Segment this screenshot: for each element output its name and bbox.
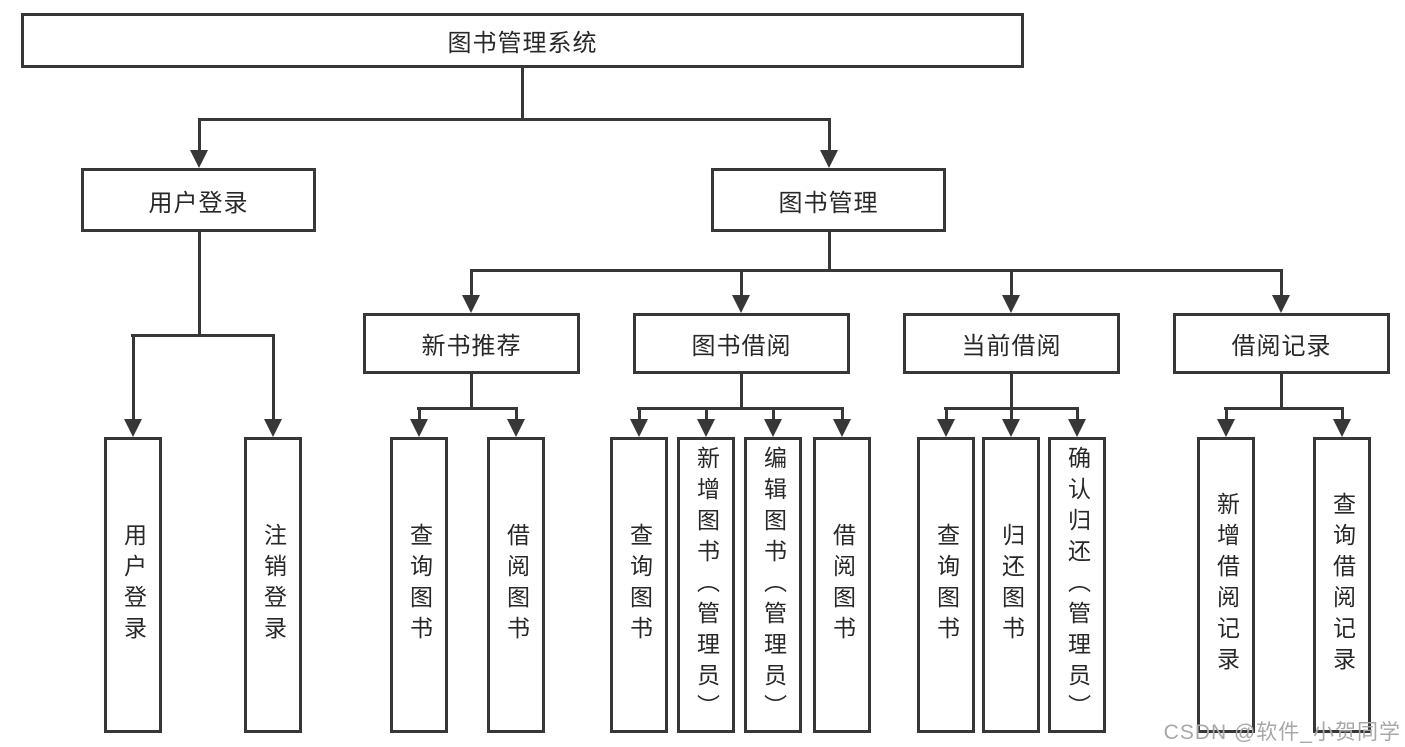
connector-root-stem [521,68,524,120]
leaf-recommend-query-books-label: 查询图书 [406,523,433,647]
connector-new-book-crossbar [417,407,518,410]
arrowhead-down-icon [732,295,750,313]
leaf-current-query-books: 查询图书 [917,437,975,733]
leaf-logout: 注销登录 [244,437,302,733]
connector-borrowing-records-stem [1280,374,1283,409]
connector-book-borrowing-stem [740,374,743,409]
leaf-borrowing-edit-books-admin-label: 编辑图书（管理员） [760,445,787,725]
arrowhead-down-icon [462,295,480,313]
node-borrowing-records: 借阅记录 [1173,313,1390,374]
leaf-borrowing-add-books-admin: 新增图书（管理员） [677,437,735,733]
connector-drop [841,407,844,423]
arrowhead-down-icon [764,419,782,437]
connector-book-management-stem [828,232,831,271]
leaf-recommend-borrow-books-label: 借阅图书 [503,523,530,647]
leaf-records-add-record: 新增借阅记录 [1197,437,1255,733]
node-book-management: 图书管理 [711,168,946,232]
connector-drop [1341,407,1344,423]
node-current-borrowing: 当前借阅 [903,313,1120,374]
connector-drop-book-management [828,118,831,154]
connector-drop-book-borrowing [740,269,743,299]
connector-borrowing-records-crossbar [1224,407,1343,410]
connector-book-management-crossbar [470,269,1282,272]
leaf-borrowing-add-books-admin-label: 新增图书（管理员） [693,445,720,725]
connector-drop-leaf-user-login [132,334,135,423]
leaf-records-query-record: 查询借阅记录 [1313,437,1371,733]
connector-drop [1010,407,1013,423]
arrowhead-down-icon [820,150,838,168]
connector-drop [638,407,641,423]
connector-new-book-stem [470,374,473,409]
arrowhead-down-icon [1002,419,1020,437]
arrowhead-down-icon [1333,419,1351,437]
node-root-library-system: 图书管理系统 [21,13,1024,68]
arrowhead-down-icon [1068,419,1086,437]
connector-drop-user-login [198,118,201,154]
connector-drop-borrowing-records [1280,269,1283,299]
connector-drop [1225,407,1228,423]
leaf-current-return-books: 归还图书 [982,437,1040,733]
arrowhead-down-icon [630,419,648,437]
connector-drop [1076,407,1079,423]
connector-user-login-stem [198,232,201,336]
leaf-recommend-borrow-books: 借阅图书 [487,437,545,733]
connector-drop-new-book [470,269,473,299]
arrowhead-down-icon [1272,295,1290,313]
connector-book-borrowing-crossbar [637,407,843,410]
leaf-current-query-books-label: 查询图书 [933,523,960,647]
arrowhead-down-icon [833,419,851,437]
leaf-current-return-books-label: 归还图书 [998,523,1025,647]
connector-drop [705,407,708,423]
node-book-borrowing-label: 图书借阅 [691,333,792,360]
connector-user-login-crossbar [131,334,274,337]
leaf-current-confirm-return-admin: 确认归还（管理员） [1048,437,1106,733]
connector-root-crossbar [198,118,831,121]
leaf-recommend-query-books: 查询图书 [390,437,448,733]
node-user-login-label: 用户登录 [148,189,249,217]
node-borrowing-records-label: 借阅记录 [1231,333,1332,360]
node-new-book-recommendation: 新书推荐 [363,313,580,374]
arrowhead-down-icon [264,419,282,437]
leaf-user-login-label: 用户登录 [120,523,147,647]
arrowhead-down-icon [1002,295,1020,313]
node-root-label: 图书管理系统 [447,30,598,57]
connector-drop [945,407,948,423]
node-book-management-label: 图书管理 [778,189,879,217]
connector-drop [772,407,775,423]
connector-drop-current-borrowing [1010,269,1013,299]
leaf-borrowing-borrow-books-label: 借阅图书 [829,523,856,647]
connector-drop [515,407,518,423]
connector-drop-leaf-logout [272,334,275,423]
leaf-borrowing-query-books-label: 查询图书 [626,523,653,647]
leaf-user-login: 用户登录 [104,437,162,733]
csdn-watermark: CSDN @软件_小贺同学 [1163,721,1401,744]
leaf-records-query-record-label: 查询借阅记录 [1329,492,1356,678]
node-user-login: 用户登录 [81,168,316,232]
leaf-logout-label: 注销登录 [260,523,287,647]
leaf-borrowing-borrow-books: 借阅图书 [813,437,871,733]
connector-current-borrowing-stem [1010,374,1013,409]
connector-drop [418,407,421,423]
arrowhead-down-icon [190,150,208,168]
node-new-book-recommendation-label: 新书推荐 [421,333,522,360]
arrowhead-down-icon [697,419,715,437]
arrowhead-down-icon [507,419,525,437]
leaf-current-confirm-return-admin-label: 确认归还（管理员） [1064,445,1091,725]
arrowhead-down-icon [1217,419,1235,437]
arrowhead-down-icon [124,419,142,437]
arrowhead-down-icon [410,419,428,437]
node-current-borrowing-label: 当前借阅 [961,333,1062,360]
arrowhead-down-icon [937,419,955,437]
leaf-borrowing-query-books: 查询图书 [610,437,668,733]
leaf-borrowing-edit-books-admin: 编辑图书（管理员） [744,437,802,733]
leaf-records-add-record-label: 新增借阅记录 [1213,492,1240,678]
node-book-borrowing: 图书借阅 [633,313,850,374]
